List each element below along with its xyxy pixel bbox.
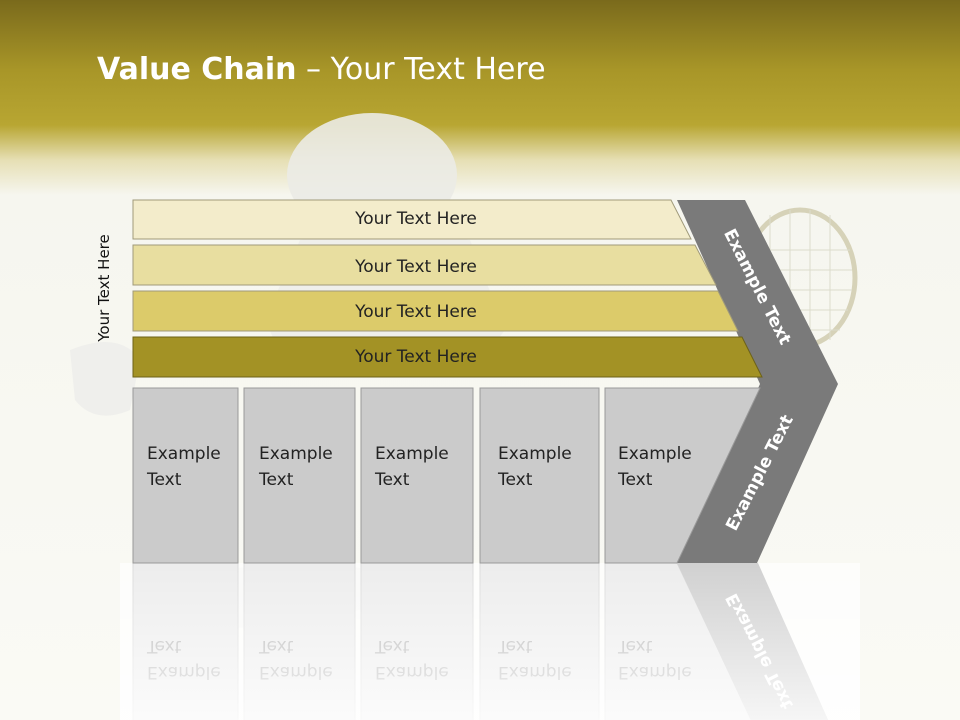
title-rest: – Your Text Here (296, 52, 546, 87)
box-2-line1: Example (259, 444, 333, 464)
box-3-line2: Text (374, 470, 410, 490)
row-1-label: Your Text Here (354, 209, 477, 229)
box-2-line2: Text (258, 470, 294, 490)
row-2-label: Your Text Here (354, 257, 477, 277)
slide-title: Value Chain – Your Text Here (97, 52, 546, 87)
box-1 (132, 387, 239, 564)
box-5-line1: Example (618, 444, 692, 464)
box-4-line1: Example (498, 444, 572, 464)
row-3-label: Your Text Here (354, 302, 477, 322)
box-3-line1: Example (375, 444, 449, 464)
chevron-arrow (677, 200, 838, 563)
box-1-line2: Text (146, 470, 182, 490)
box-4-line2: Text (497, 470, 533, 490)
box-4 (479, 387, 600, 564)
box-5 (604, 387, 761, 564)
row-2-bar (132, 244, 717, 286)
row-3-bar (132, 290, 739, 332)
row-4-label: Your Text Here (354, 347, 477, 367)
box-3 (360, 387, 474, 564)
row-4-bar (132, 336, 763, 378)
row-1-bar (132, 199, 692, 240)
box-5-line2: Text (617, 470, 653, 490)
box-1-line1: Example (147, 444, 221, 464)
title-bold: Value Chain (97, 52, 297, 87)
box-2 (243, 387, 356, 564)
